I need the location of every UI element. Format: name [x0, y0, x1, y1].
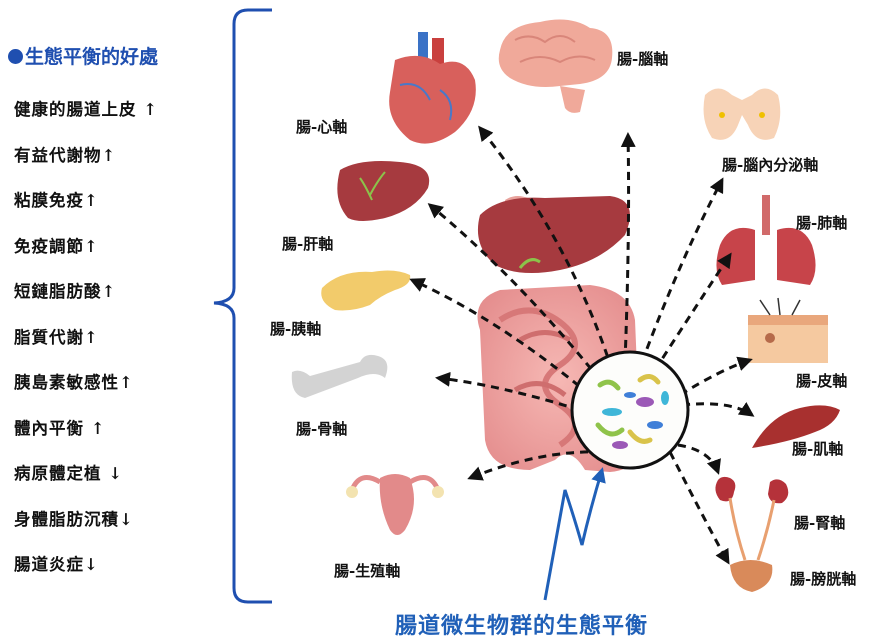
heart-icon: [389, 32, 476, 144]
pancreas-icon: [321, 271, 410, 311]
thyroid-icon: [704, 89, 781, 140]
axis-label-brain: 腸-腦軸: [617, 48, 668, 69]
brain-icon: [499, 20, 613, 113]
axis-label-pancreas: 腸-胰軸: [270, 318, 321, 339]
bone-icon: [292, 355, 388, 398]
axis-label-liver: 腸-肝軸: [282, 233, 333, 254]
liver-icon: [337, 161, 429, 221]
axis-label-neuroendocrine: 腸-腦內分泌軸: [722, 154, 818, 175]
kidney-icon: [715, 477, 788, 560]
axis-label-heart: 腸-心軸: [296, 116, 347, 137]
diagram-title: 腸道微生物群的生態平衡: [395, 608, 648, 640]
brace-icon: [214, 10, 272, 602]
axis-label-reproductive: 腸-生殖軸: [334, 560, 400, 581]
axis-label-bladder: 腸-膀胱軸: [790, 568, 856, 589]
lungs-icon: [716, 195, 815, 285]
axis-label-lung: 腸-肺軸: [796, 212, 847, 233]
axis-label-kidney: 腸-腎軸: [794, 512, 845, 533]
axis-label-skin: 腸-皮軸: [796, 370, 847, 391]
bladder-icon: [730, 560, 772, 592]
microbiome-circle-icon: [572, 352, 688, 468]
blue-pointer-arrow: [545, 470, 602, 600]
skin-icon: [748, 298, 828, 363]
reproductive-icon: [346, 474, 444, 535]
axis-label-bone: 腸-骨軸: [296, 418, 347, 439]
axis-label-muscle: 腸-肌軸: [792, 438, 843, 459]
